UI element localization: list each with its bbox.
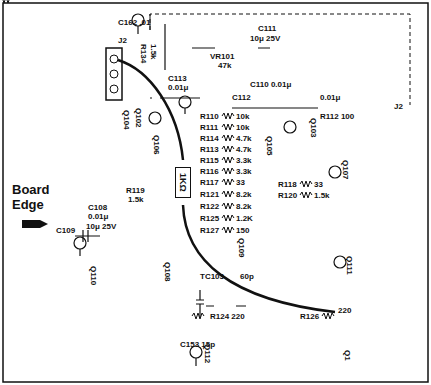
part-label: Q108 [163,262,172,282]
part-label: R114 [200,134,219,143]
part-label: C109 [56,226,75,235]
part-label: 10μ 25V [250,34,280,43]
part-label: 4.7k [236,145,252,154]
part-label: Q104 [122,110,131,130]
part-label: Q103 [309,118,318,138]
part-label: J2 [394,102,403,111]
part-label: VR101 [210,52,234,61]
resistor-value: 1KΩ [178,173,188,192]
part-label: 0.01μ [88,212,108,221]
part-label: Q105 [265,136,274,156]
part-label: R115 [200,156,219,165]
part-label: TC103 [200,272,224,281]
part-label: 33 [236,178,245,187]
part-label: 1.5k [128,195,144,204]
part-label: 150 [236,226,249,235]
part-label: J2 [118,36,127,45]
part-label: Q109 [237,238,246,258]
part-label: Q102 [134,108,143,128]
part-label: 47k [218,61,231,70]
part-label: R134 [139,44,148,63]
part-label: Q106 [152,135,161,155]
part-label: 33 [314,180,323,189]
part-label: 10k [236,112,249,121]
part-label: R119 [126,186,145,195]
part-label: 3.3k [236,167,252,176]
part-label: 10k [236,123,249,132]
part-label: 0.01μ [168,83,188,92]
part-label: R118 [278,180,297,189]
part-label: 220 [338,306,351,315]
part-label: R124 220 [210,312,245,321]
part-label: R126 [300,312,319,321]
part-label: C162 .01 [118,18,150,27]
part-label: 8.2k [236,190,252,199]
board-edge-arrow [22,220,48,228]
part-label: R127 [200,226,219,235]
part-label: R111 [200,123,218,132]
part-label: R122 [200,202,219,211]
part-label: Q110 [89,266,98,285]
part-label: 1.5k [314,191,330,200]
part-label: C111 [258,24,276,33]
part-label: 0.01μ [320,93,340,102]
part-label: Q1 [343,350,352,361]
part-label: Q107 [341,160,350,180]
part-label: R110 [200,112,219,121]
part-label: 1.2K [236,214,253,223]
part-label: R113 [200,145,219,154]
resistor-body: 1KΩ [175,167,191,198]
board-edge-note: Board Edge [12,182,72,212]
part-label: C112 [232,93,251,102]
part-label: Q111 [345,256,354,275]
part-label: 4.7k [236,134,252,143]
part-label: R116 [200,167,219,176]
part-label: 1.5k [149,44,158,60]
part-label: Q112 [203,344,212,363]
part-label: 60p [240,272,254,281]
part-label: R125 [200,214,219,223]
part-label: C108 [88,203,107,212]
part-label: 10μ 25V [86,222,116,231]
part-label: R121 [200,190,219,199]
part-label: 3.3k [236,156,252,165]
part-label: R117 [200,178,219,187]
part-label: R112 100 [320,112,354,121]
part-label: C110 0.01μ [250,80,291,89]
part-label: C113 [168,74,187,83]
part-label: R120 [278,191,297,200]
part-label: 8.2k [236,202,252,211]
